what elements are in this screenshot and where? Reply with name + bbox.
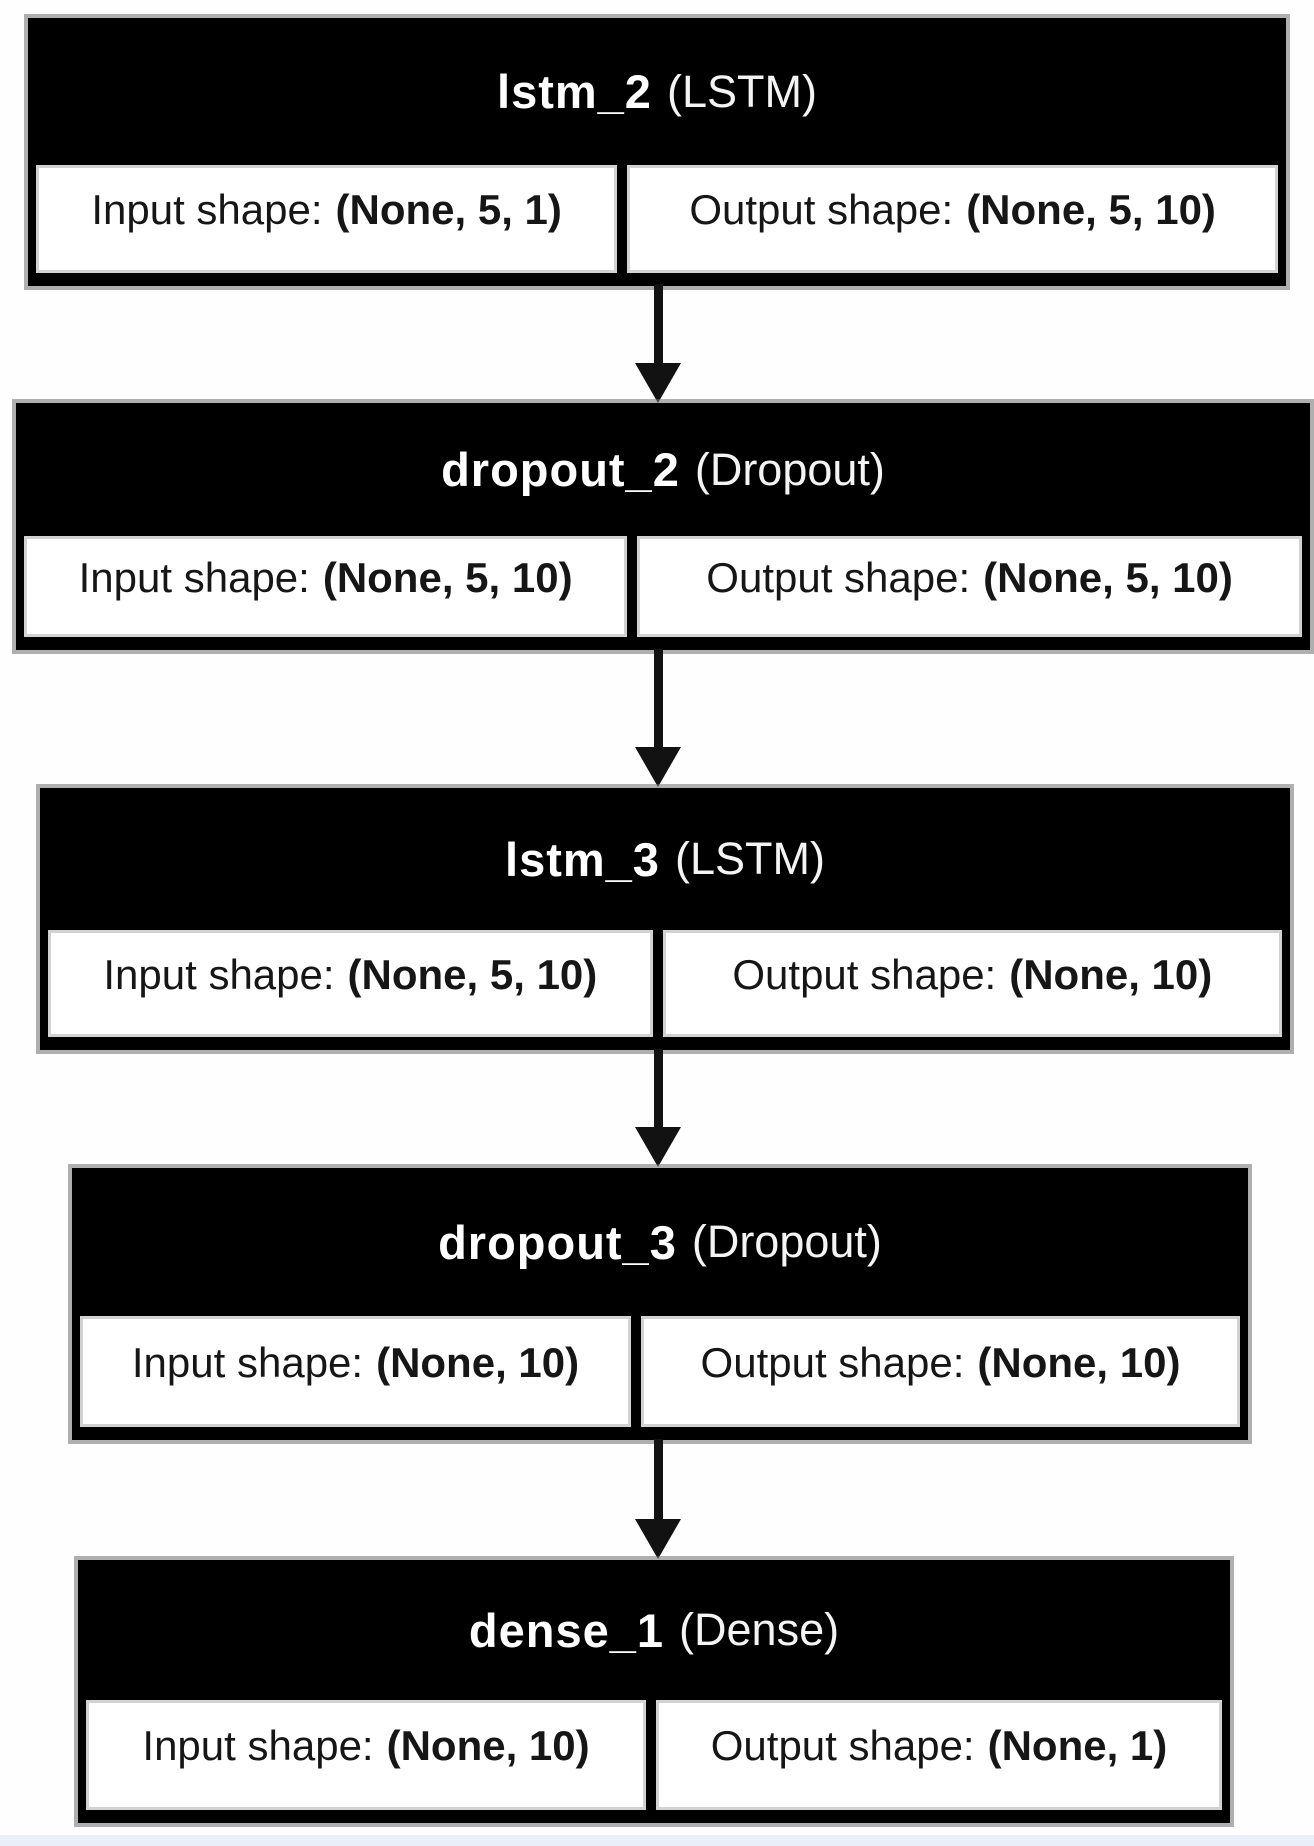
shape-cells-row: Input shape: (None, 5, 1) Output shape: … <box>28 165 1286 286</box>
layer-header: lstm_2 (LSTM) <box>28 18 1286 165</box>
layer-name: dense_1 <box>468 1603 665 1657</box>
arrow-connector <box>635 284 681 403</box>
layer-header: dropout_3 (Dropout) <box>72 1168 1248 1316</box>
output-shape-cell: Output shape: (None, 10) <box>662 930 1282 1037</box>
input-shape-value: (None, 5, 10) <box>347 950 598 998</box>
layer-type: (Dense) <box>679 1604 840 1655</box>
input-shape-value: (None, 5, 1) <box>335 186 562 233</box>
layer-name: lstm_3 <box>505 832 660 886</box>
output-shape-cell: Output shape: (None, 1) <box>656 1700 1222 1810</box>
layer-header: dropout_2 (Dropout) <box>16 403 1310 536</box>
layer-box-dropout_3: dropout_3 (Dropout) Input shape: (None, … <box>72 1168 1248 1440</box>
output-shape-value: (None, 5, 10) <box>983 553 1233 601</box>
arrow-connector <box>635 1049 681 1167</box>
input-shape-label: Input shape: <box>91 186 323 233</box>
input-shape-cell: Input shape: (None, 10) <box>80 1316 631 1427</box>
input-shape-cell: Input shape: (None, 5, 10) <box>24 536 628 637</box>
arrow-stem <box>653 1439 663 1519</box>
output-shape-cell: Output shape: (None, 10) <box>641 1316 1240 1427</box>
layer-name: lstm_2 <box>497 65 652 118</box>
input-shape-value: (None, 10) <box>376 1338 580 1386</box>
shape-cells-row: Input shape: (None, 5, 10) Output shape:… <box>16 536 1310 650</box>
output-shape-value: (None, 1) <box>987 1722 1168 1769</box>
arrow-stem <box>653 1049 663 1127</box>
layer-box-dense_1: dense_1 (Dense) Input shape: (None, 10) … <box>78 1560 1230 1823</box>
output-shape-label: Output shape: <box>706 553 971 601</box>
layer-box-lstm_3: lstm_3 (LSTM) Input shape: (None, 5, 10)… <box>40 788 1290 1050</box>
layer-box-lstm_2: lstm_2 (LSTM) Input shape: (None, 5, 1) … <box>28 18 1286 286</box>
layer-header: lstm_3 (LSTM) <box>40 788 1290 930</box>
shape-cells-row: Input shape: (None, 5, 10) Output shape:… <box>40 930 1290 1050</box>
output-shape-cell: Output shape: (None, 5, 10) <box>627 165 1278 273</box>
arrow-connector <box>635 649 681 787</box>
output-shape-value: (None, 10) <box>1009 950 1213 998</box>
layer-name: dropout_2 <box>441 443 680 496</box>
layer-type: (Dropout) <box>694 443 885 495</box>
layer-header: dense_1 (Dense) <box>78 1560 1230 1700</box>
input-shape-cell: Input shape: (None, 10) <box>86 1700 647 1810</box>
input-shape-value: (None, 10) <box>386 1722 590 1769</box>
input-shape-label: Input shape: <box>78 553 310 601</box>
output-shape-label: Output shape: <box>689 186 954 233</box>
arrow-stem <box>653 649 663 747</box>
layer-box-dropout_2: dropout_2 (Dropout) Input shape: (None, … <box>16 403 1310 650</box>
input-shape-label: Input shape: <box>142 1722 374 1769</box>
arrow-connector <box>635 1439 681 1559</box>
input-shape-cell: Input shape: (None, 5, 10) <box>48 930 653 1037</box>
shape-cells-row: Input shape: (None, 10) Output shape: (N… <box>78 1700 1230 1823</box>
output-shape-cell: Output shape: (None, 5, 10) <box>637 536 1302 637</box>
output-shape-value: (None, 5, 10) <box>966 186 1216 233</box>
bottom-window-edge <box>0 1835 1314 1846</box>
input-shape-cell: Input shape: (None, 5, 1) <box>36 165 618 273</box>
arrowhead-down-icon <box>635 747 681 787</box>
output-shape-value: (None, 10) <box>977 1338 1181 1386</box>
arrowhead-down-icon <box>635 1519 681 1559</box>
layer-type: (Dropout) <box>691 1216 882 1267</box>
input-shape-label: Input shape: <box>103 950 335 998</box>
arrowhead-down-icon <box>635 1127 681 1167</box>
output-shape-label: Output shape: <box>710 1722 975 1769</box>
layer-type: (LSTM) <box>674 833 825 884</box>
layer-name: dropout_3 <box>438 1215 677 1269</box>
layer-type: (LSTM) <box>666 65 817 117</box>
input-shape-label: Input shape: <box>131 1338 364 1386</box>
arrowhead-down-icon <box>635 363 681 403</box>
output-shape-label: Output shape: <box>732 950 997 998</box>
input-shape-value: (None, 5, 10) <box>322 553 573 601</box>
arrow-stem <box>653 284 663 363</box>
shape-cells-row: Input shape: (None, 10) Output shape: (N… <box>72 1316 1248 1440</box>
output-shape-label: Output shape: <box>700 1338 965 1386</box>
